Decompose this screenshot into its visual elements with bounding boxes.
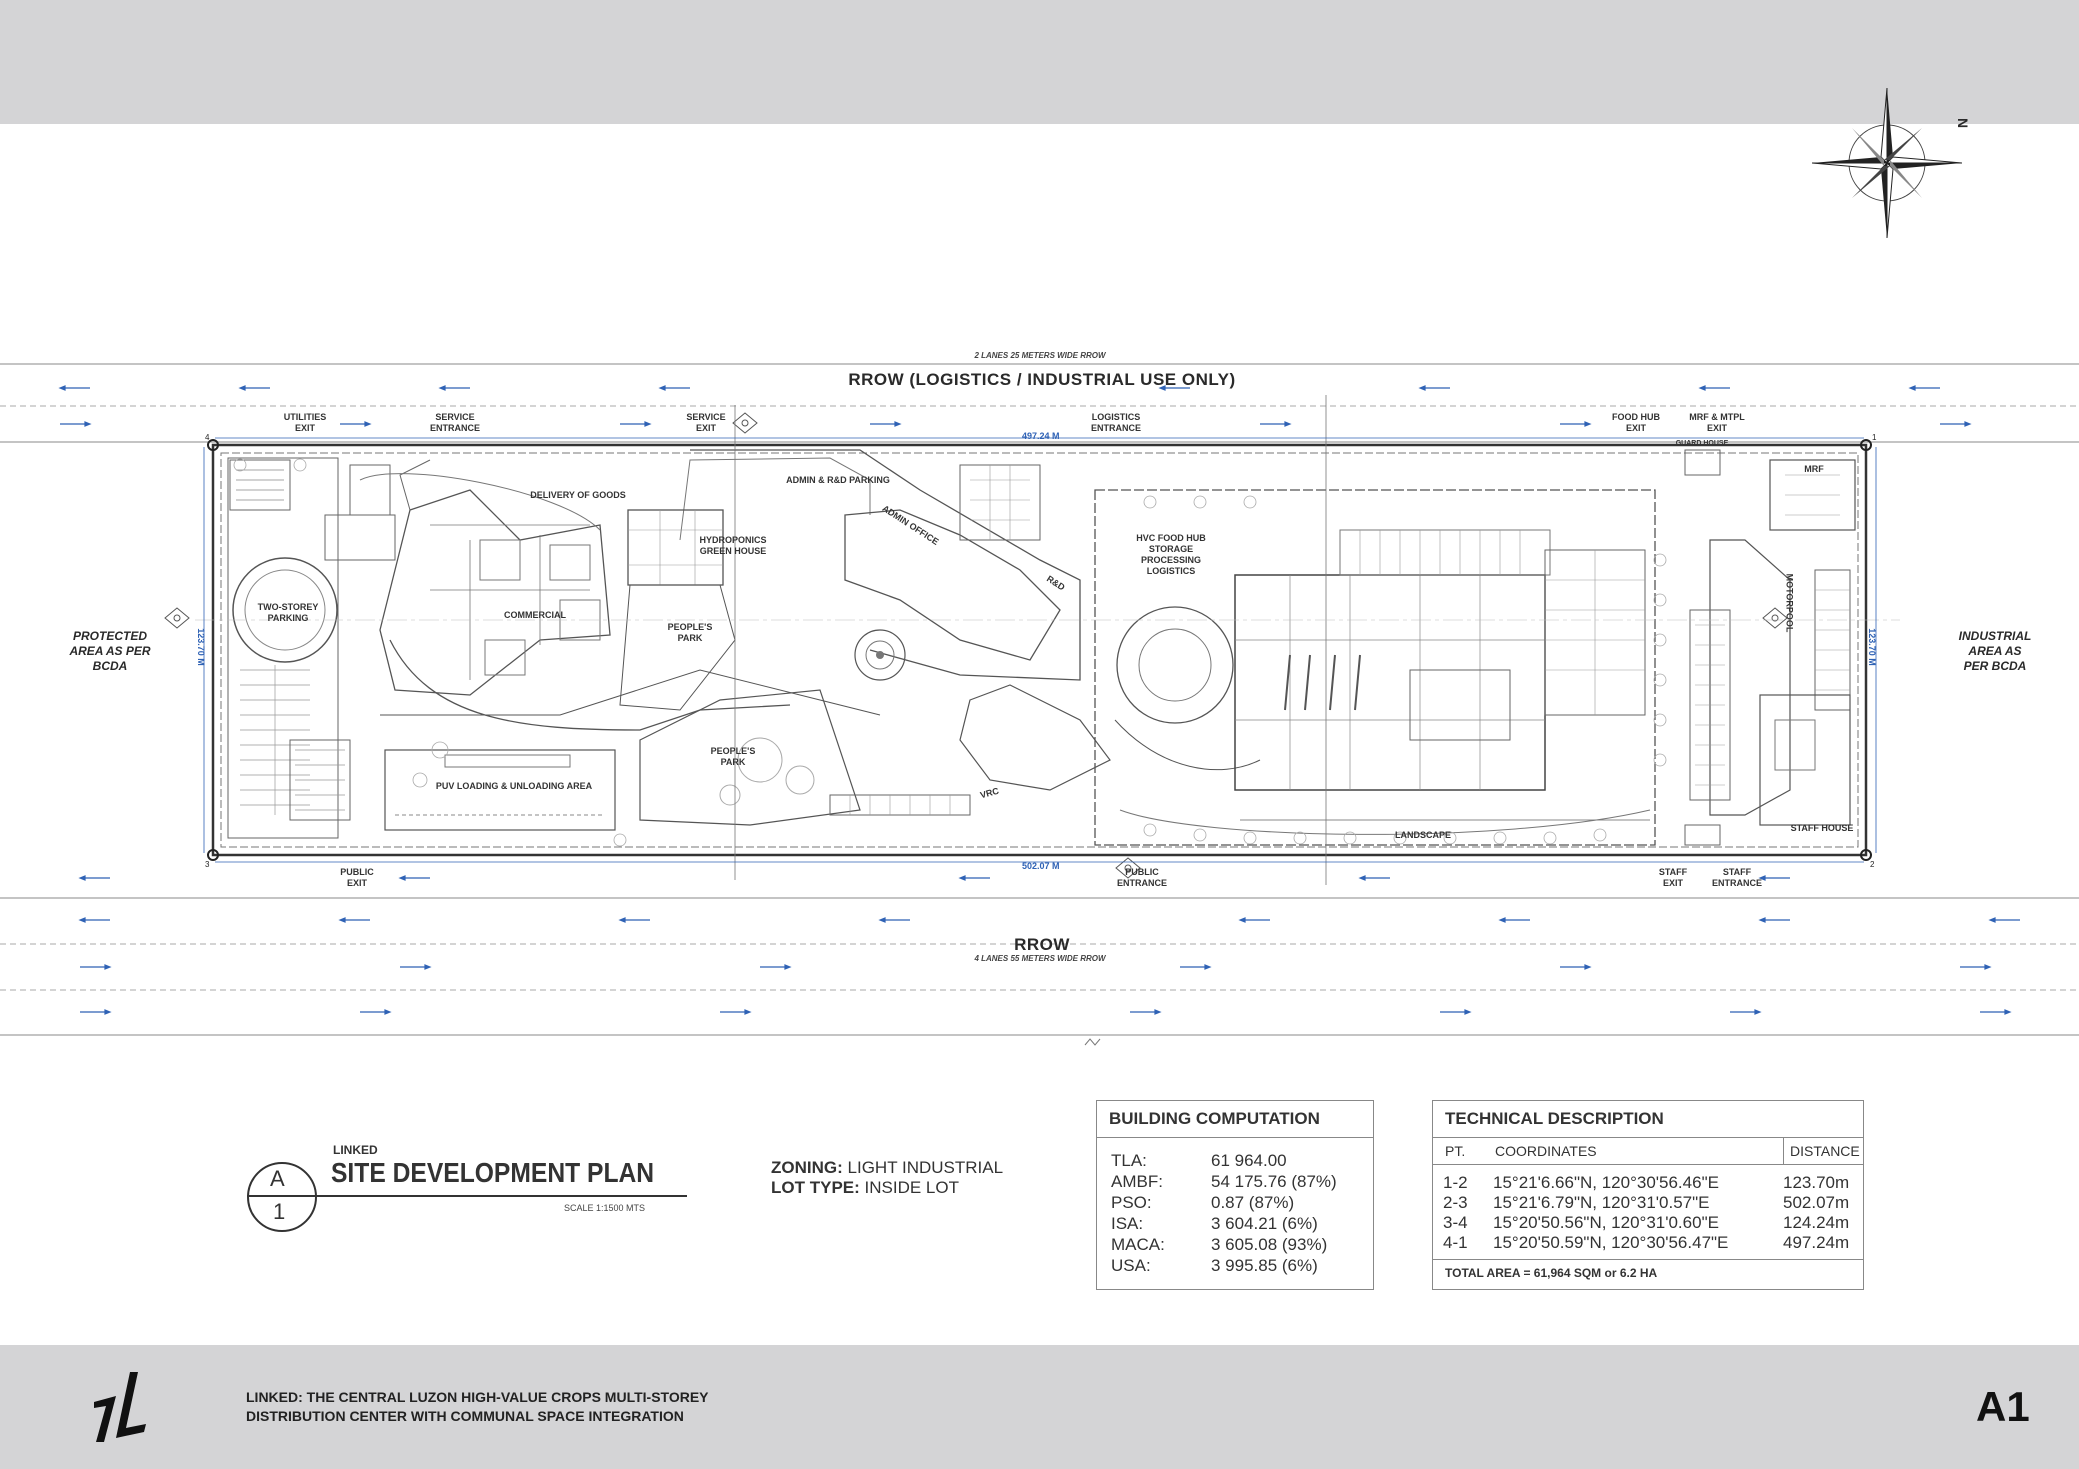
dimension-right: 123.70 M	[1866, 628, 1877, 666]
drawing-scale: SCALE 1:1500 MTS	[564, 1203, 646, 1213]
right-side-label: INDUSTRIAL AREA AS PER BCDA	[1958, 629, 2032, 673]
sheet-symbol-number: 1	[273, 1199, 286, 1224]
staff-exit-label: STAFF EXIT	[1658, 867, 1688, 888]
traffic-arrows-top	[58, 385, 1972, 427]
point-1: 1	[1872, 433, 1877, 442]
zoning-value: LIGHT INDUSTRIAL	[847, 1158, 1004, 1177]
building-computation-rows: TLA:61 964.00 AMBF:54 175.76 (87%) PSO:0…	[1097, 1138, 1373, 1288]
public-exit-label: PUBLIC EXIT	[340, 867, 374, 888]
food-hub-exit-label: FOOD HUB EXIT	[1612, 412, 1660, 433]
point-3: 3	[205, 860, 210, 869]
computation-row: ISA:3 604.21 (6%)	[1111, 1214, 1318, 1233]
hvc-food-hub-label: HVC FOOD HUB STORAGE PROCESSING LOGISTIC…	[1136, 533, 1206, 576]
left-side-label: PROTECTED AREA AS PER BCDA	[69, 629, 151, 673]
technical-description-title: TECHNICAL DESCRIPTION	[1433, 1101, 1863, 1138]
project-title: LINKED: THE CENTRAL LUZON HIGH-VALUE CRO…	[246, 1389, 709, 1424]
sheet-symbol-letter: A	[270, 1166, 285, 1191]
peoples-park-south-label: PEOPLE'S PARK	[710, 746, 756, 767]
building-computation-title: BUILDING COMPUTATION	[1097, 1101, 1373, 1138]
total-area: TOTAL AREA = 61,964 SQM or 6.2 HA	[1433, 1259, 1863, 1286]
traffic-arrows-bottom	[78, 875, 2020, 1015]
peoples-park-north-label: PEOPLE'S PARK	[667, 622, 713, 643]
linked-logo-icon	[94, 1372, 146, 1442]
two-storey-parking-label: TWO-STOREY PARKING	[257, 602, 319, 623]
computation-row: MACA:3 605.08 (93%)	[1111, 1235, 1328, 1254]
zoning-info: ZONING: LIGHT INDUSTRIAL LOT TYPE: INSID…	[771, 1158, 1003, 1198]
technical-description-table: TECHNICAL DESCRIPTION PT. COORDINATES DI…	[1432, 1100, 1864, 1290]
site-plan: 2 LANES 25 METERS WIDE RROW RROW (LOGIST…	[0, 340, 2079, 1060]
point-4: 4	[205, 433, 210, 442]
top-road-title: RROW (LOGISTICS / INDUSTRIAL USE ONLY)	[848, 370, 1236, 389]
public-entrance-label: PUBLIC ENTRANCE	[1116, 867, 1168, 888]
service-exit-label: SERVICE EXIT	[686, 412, 726, 433]
lot-type-value: INSIDE LOT	[864, 1178, 959, 1197]
bottom-road-title: RROW	[1014, 935, 1070, 954]
mrf-label: MRF	[1804, 464, 1824, 474]
drawing-title: SITE DEVELOPMENT PLAN	[331, 1157, 655, 1188]
building-computation-table: BUILDING COMPUTATION TLA:61 964.00 AMBF:…	[1096, 1100, 1374, 1290]
computation-row: PSO:0.87 (87%)	[1111, 1193, 1295, 1212]
hydroponics-label: HYDROPONICS GREEN HOUSE	[699, 535, 767, 556]
top-road-subtitle: 2 LANES 25 METERS WIDE RROW	[974, 351, 1106, 360]
dimension-top: 497.24 M	[1022, 431, 1060, 441]
dimension-bottom: 502.07 M	[1022, 861, 1060, 871]
guard-house-label: GUARD HOUSE	[1675, 440, 1729, 447]
bottom-band	[0, 1345, 2079, 1469]
bottom-road-subtitle: 4 LANES 55 METERS WIDE RROW	[974, 954, 1106, 963]
computation-row: AMBF:54 175.76 (87%)	[1111, 1172, 1337, 1191]
computation-row: USA:3 995.85 (6%)	[1111, 1256, 1318, 1275]
north-label: N	[1955, 117, 1972, 129]
point-2: 2	[1870, 860, 1875, 869]
zoning-label: ZONING:	[771, 1158, 843, 1177]
sheet-symbol	[247, 1162, 317, 1232]
lot-type-label: LOT TYPE:	[771, 1178, 860, 1197]
dimension-left: 123.70 M	[195, 628, 206, 666]
technical-description-header: PT. COORDINATES DISTANCE	[1433, 1138, 1863, 1165]
north-arrow-icon	[1812, 88, 1962, 238]
utilities-exit-label: UTILITIES EXIT	[283, 412, 327, 433]
title-underline	[247, 1195, 687, 1197]
staff-house-label: STAFF HOUSE	[1790, 823, 1854, 833]
staff-entrance-label: STAFF ENTRANCE	[1711, 867, 1763, 888]
project-short-name: LINKED	[333, 1143, 378, 1157]
mrf-mtpl-exit-label: MRF & MTPL EXIT	[1689, 412, 1745, 433]
logistics-entrance-label: LOGISTICS ENTRANCE	[1090, 412, 1142, 433]
site-plan-drawing	[0, 363, 2079, 1046]
sheet-number: A1	[1976, 1383, 2030, 1430]
delivery-of-goods-label: DELIVERY OF GOODS	[530, 490, 626, 500]
puv-loading-label: PUV LOADING & UNLOADING AREA	[435, 781, 593, 791]
computation-row: TLA:61 964.00	[1111, 1151, 1287, 1170]
service-entrance-label: SERVICE ENTRANCE	[429, 412, 481, 433]
top-band	[0, 0, 2079, 124]
commercial-label: COMMERCIAL	[504, 610, 566, 620]
admin-parking-label: ADMIN & R&D PARKING	[786, 475, 890, 485]
landscape-label: LANDSCAPE	[1394, 830, 1452, 840]
motorpool-label: MOTORPOOL	[1784, 573, 1795, 633]
